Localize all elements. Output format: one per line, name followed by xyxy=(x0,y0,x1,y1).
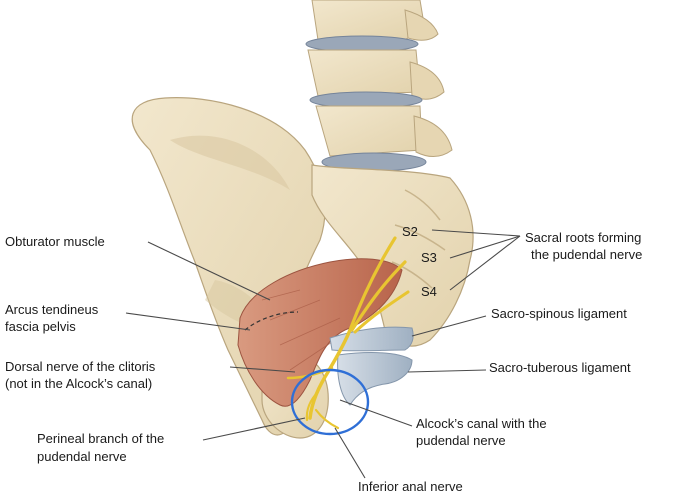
sacral-root-s3: S3 xyxy=(421,250,437,265)
alcocks-canal-highlight-circle xyxy=(290,368,370,436)
label-arcus-tendineus-line2: fascia pelvis xyxy=(5,319,76,334)
label-perineal-branch-line1: Perineal branch of the xyxy=(37,431,164,446)
lumbar-spine xyxy=(305,0,453,172)
label-sacrotuberous-ligament: Sacro-tuberous ligament xyxy=(489,360,631,375)
label-alcocks-canal-line1: Alcock’s canal with the xyxy=(416,416,547,431)
sacral-root-s2: S2 xyxy=(402,224,418,239)
label-sacral-roots-line2: the pudendal nerve xyxy=(531,247,642,262)
leader-lines xyxy=(125,229,521,479)
label-dorsal-nerve-line1: Dorsal nerve of the clitoris xyxy=(5,359,156,374)
sacrospinous-ligament xyxy=(329,326,414,352)
label-perineal-branch-line2: pudendal nerve xyxy=(37,449,127,464)
label-dorsal-nerve-line2: (not in the Alcock’s canal) xyxy=(5,376,152,391)
arcus-tendineus-line xyxy=(244,311,299,331)
obturator-muscle xyxy=(237,258,403,407)
sacrum xyxy=(311,164,474,347)
label-sacrospinous-ligament: Sacro-spinous ligament xyxy=(491,306,627,321)
sacrotuberous-ligament xyxy=(337,352,413,406)
label-arcus-tendineus-line1: Arcus tendineus xyxy=(5,302,99,317)
label-inferior-anal-nerve: Inferior anal nerve xyxy=(358,479,463,494)
label-sacral-roots-line1: Sacral roots forming xyxy=(525,230,641,245)
sacral-root-s4: S4 xyxy=(421,284,437,299)
label-obturator-muscle: Obturator muscle xyxy=(5,234,105,249)
label-alcocks-canal-line2: pudendal nerve xyxy=(416,433,506,448)
